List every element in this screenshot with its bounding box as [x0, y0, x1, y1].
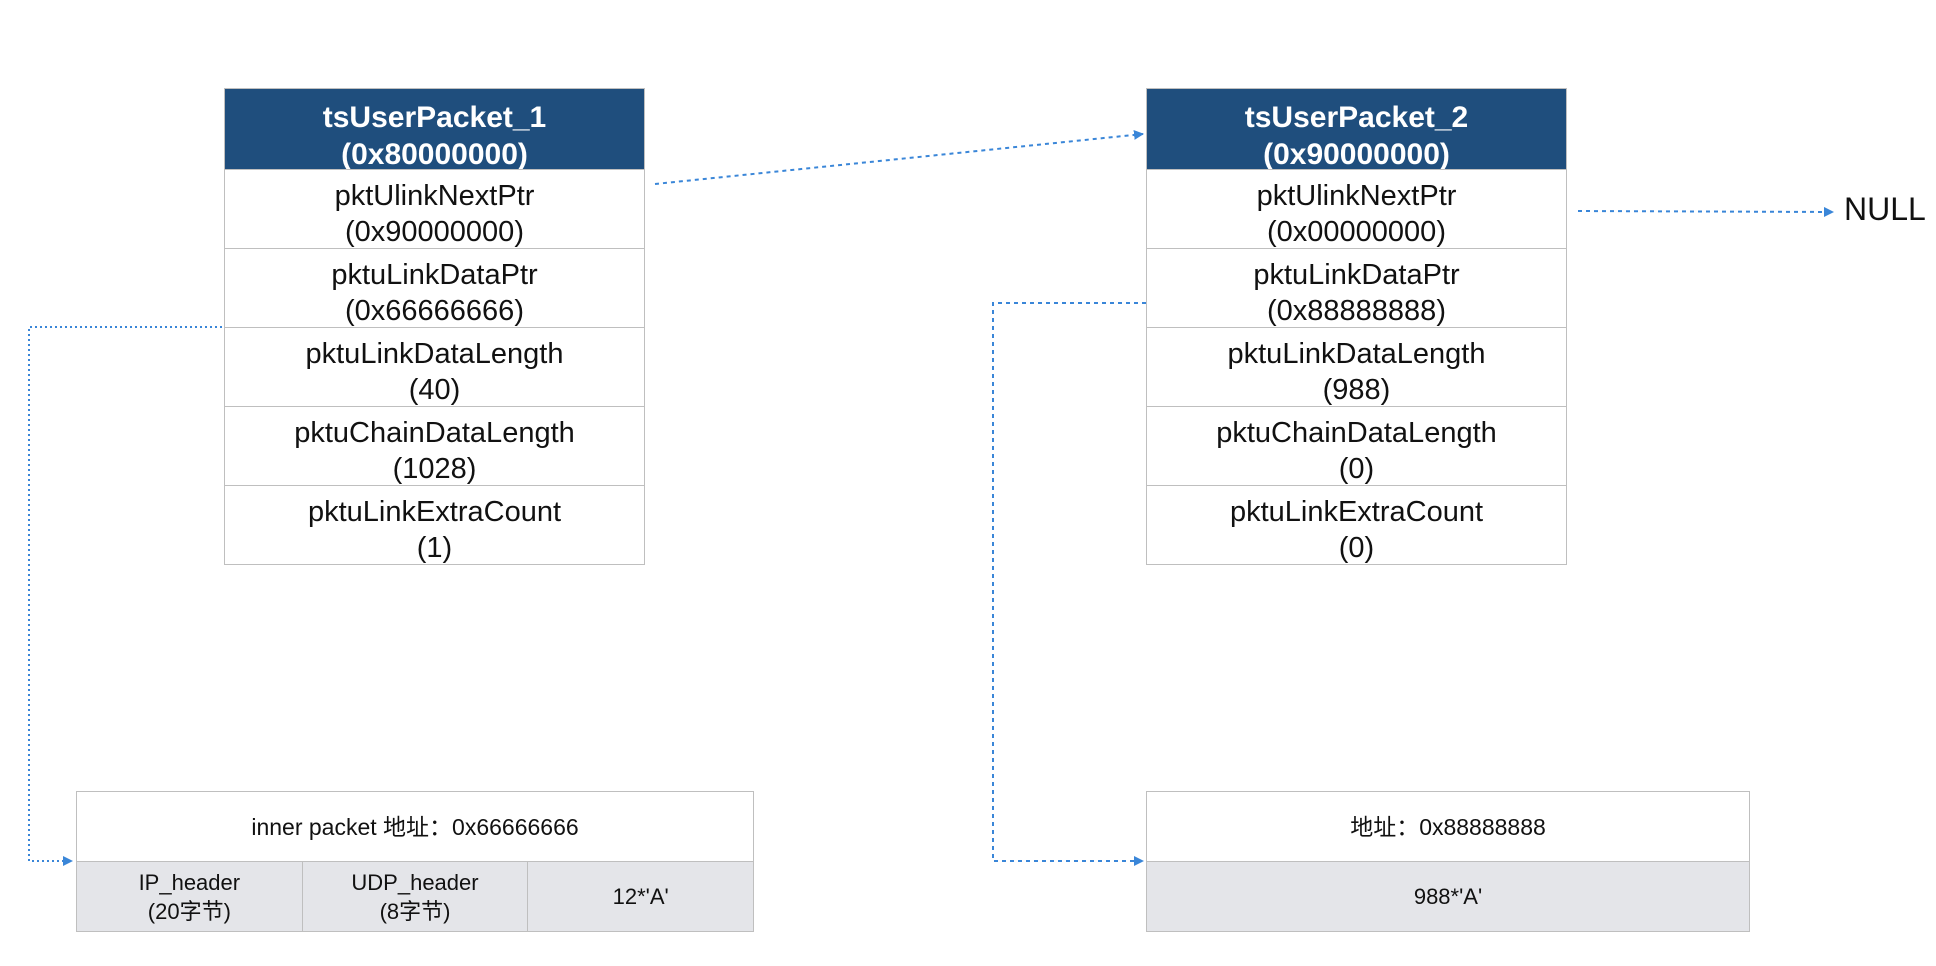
field-name: pktuLinkExtraCount [307, 496, 562, 528]
field-name: pktuChainDataLength [1216, 417, 1497, 449]
field-value: (0x90000000) [345, 216, 524, 248]
memory-block-2-title: 地址：0x88888888 [1147, 792, 1749, 862]
field-name: pktuLinkDataPtr [1253, 259, 1460, 291]
next-ptr-arrow-1 [654, 129, 1144, 185]
field-name: pktuLinkDataLength [1227, 338, 1486, 370]
packet1-header: tsUserPacket_1 (0x80000000) [225, 89, 644, 169]
field-name: pktuLinkDataPtr [331, 259, 538, 291]
packet2-field-next-ptr: pktUlinkNextPtr (0x00000000) [1147, 169, 1566, 248]
field-name: pktUlinkNextPtr [334, 180, 535, 212]
packet2-field-data-length: pktuLinkDataLength (988) [1147, 327, 1566, 406]
payload-cell: 12*'A' [527, 862, 753, 931]
cell-line2: (8字节) [379, 898, 451, 924]
memory-block-2-cells: 988*'A' [1147, 862, 1749, 931]
cell-line2: (20字节) [147, 898, 231, 924]
null-label: NULL [1844, 191, 1926, 227]
cell-line1: 12*'A' [612, 884, 669, 909]
field-value: (0x88888888) [1267, 295, 1446, 327]
field-value: (0x00000000) [1267, 216, 1446, 248]
field-name: pktuLinkExtraCount [1229, 496, 1484, 528]
packet1-field-next-ptr: pktUlinkNextPtr (0x90000000) [225, 169, 644, 248]
packet1-address: (0x80000000) [341, 138, 528, 169]
packet2-field-extra-count: pktuLinkExtraCount (0) [1147, 485, 1566, 564]
memory-block-2: 地址：0x88888888 988*'A' [1146, 791, 1750, 932]
memory-block-1-title: inner packet 地址：0x66666666 [77, 792, 753, 862]
packet2-struct: tsUserPacket_2 (0x90000000) pktUlinkNext… [1146, 88, 1567, 565]
udp-header-cell: UDP_header (8字节) [301, 862, 528, 931]
field-value: (40) [408, 374, 461, 406]
packet1-title: tsUserPacket_1 [322, 101, 547, 134]
memory-block-1: inner packet 地址：0x66666666 IP_header (20… [76, 791, 754, 932]
field-value: (1028) [392, 453, 477, 485]
field-value: (0) [1338, 532, 1375, 564]
packet1-field-data-ptr: pktuLinkDataPtr (0x66666666) [225, 248, 644, 327]
packet1-field-data-length: pktuLinkDataLength (40) [225, 327, 644, 406]
data-ptr-arrow-2 [992, 302, 1146, 866]
data-ptr-arrow-1 [28, 326, 222, 866]
field-name: pktuChainDataLength [294, 417, 575, 449]
memory-block-1-cells: IP_header (20字节) UDP_header (8字节) 12*'A' [77, 862, 753, 931]
field-value: (0x66666666) [345, 295, 524, 327]
ip-header-cell: IP_header (20字节) [77, 862, 302, 931]
packet2-field-chain-data-length: pktuChainDataLength (0) [1147, 406, 1566, 485]
cell-line1: 988*'A' [1413, 884, 1483, 909]
field-name: pktuLinkDataLength [305, 338, 564, 370]
packet2-header: tsUserPacket_2 (0x90000000) [1147, 89, 1566, 169]
cell-line1: UDP_header [351, 869, 479, 895]
packet2-address: (0x90000000) [1263, 138, 1450, 169]
packet2-field-data-ptr: pktuLinkDataPtr (0x88888888) [1147, 248, 1566, 327]
cell-line1: IP_header [138, 869, 241, 895]
packet2-title: tsUserPacket_2 [1244, 101, 1469, 134]
packet1-field-extra-count: pktuLinkExtraCount (1) [225, 485, 644, 564]
field-value: (988) [1322, 374, 1391, 406]
payload-cell: 988*'A' [1147, 862, 1749, 931]
field-value: (0) [1338, 453, 1375, 485]
packet1-struct: tsUserPacket_1 (0x80000000) pktUlinkNext… [224, 88, 645, 565]
field-value: (1) [416, 532, 453, 564]
packet1-field-chain-data-length: pktuChainDataLength (1028) [225, 406, 644, 485]
next-ptr-arrow-2 [1577, 206, 1834, 217]
field-name: pktUlinkNextPtr [1256, 180, 1457, 212]
